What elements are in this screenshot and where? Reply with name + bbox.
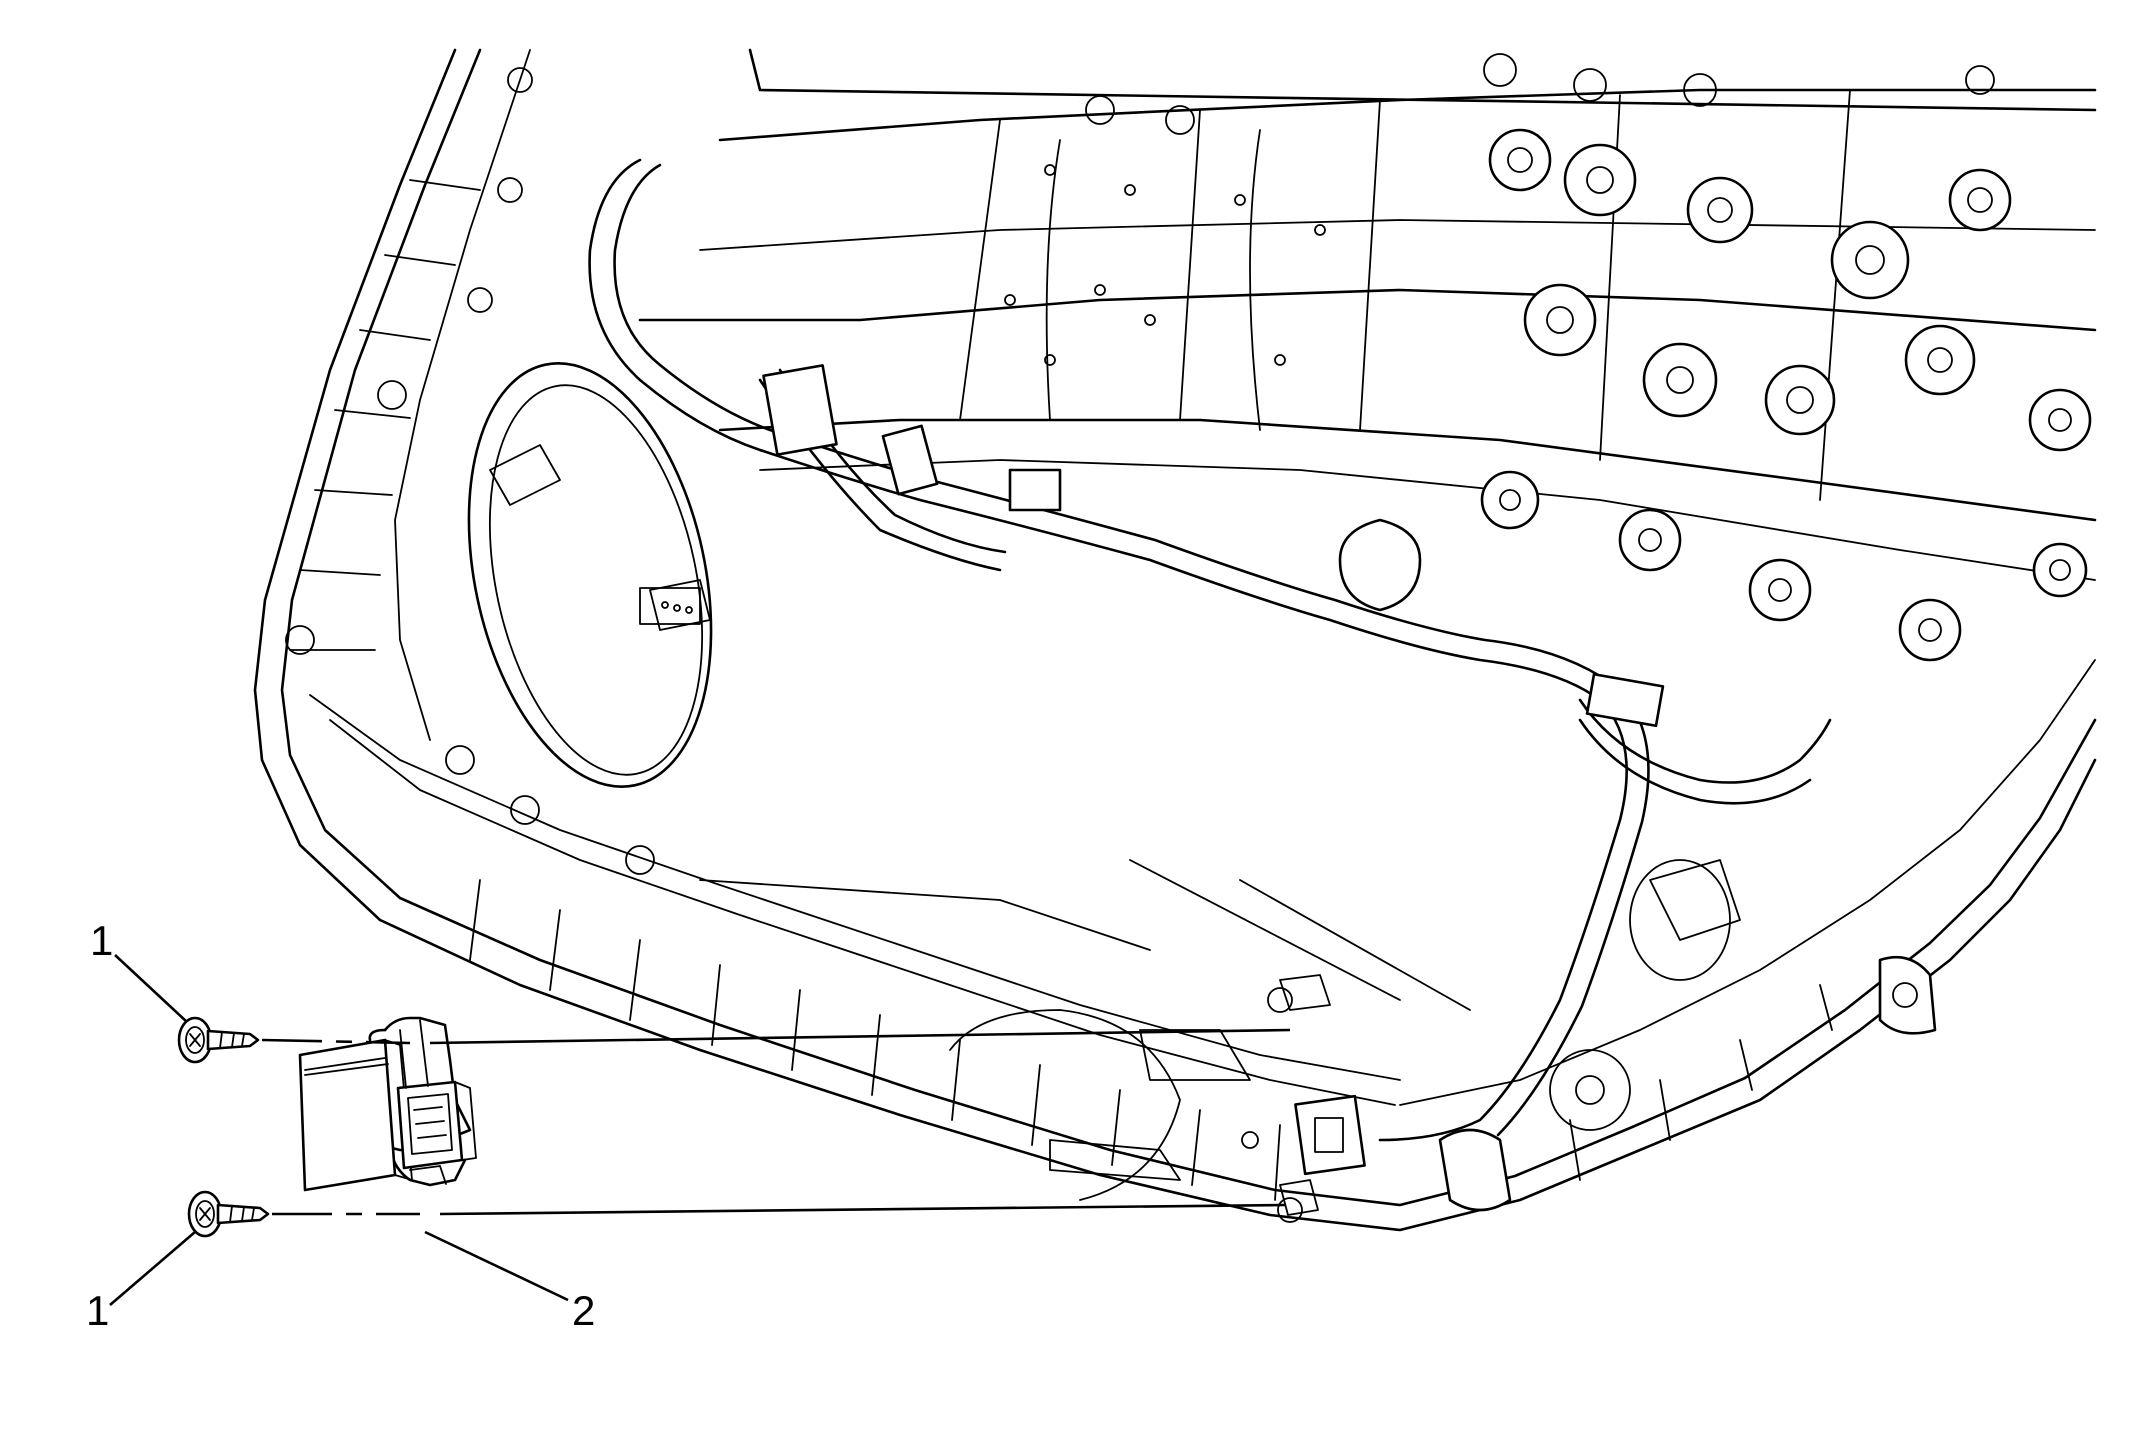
callout-label: 2: [572, 1287, 595, 1334]
door-trim-panel-outline: [253, 48, 2097, 1232]
callout-2: 2: [424, 1230, 595, 1334]
callout-label: 1: [90, 917, 113, 964]
window-switch-component: [298, 1016, 477, 1192]
callout-label: 1: [86, 1287, 109, 1334]
callout-leader: [114, 954, 188, 1023]
switch-mounting-area: [1129, 859, 1471, 1223]
upper-panel-structure: [285, 48, 2097, 662]
speaker-opening: [445, 362, 713, 875]
wiring-harness: [588, 158, 1832, 1176]
callout-1-top: 1: [90, 917, 188, 1023]
mounting-bosses: [1480, 128, 2092, 662]
alignment-lines: [261, 1028, 1291, 1216]
fastener-top: [177, 1016, 260, 1064]
top-clips: [285, 53, 1995, 655]
callout-leader: [424, 1230, 569, 1302]
lower-armrest-contour: [699, 859, 1937, 1212]
callout-leader: [109, 1231, 196, 1306]
fastener-bottom: [187, 1190, 270, 1238]
callout-1-bottom: 1: [86, 1231, 196, 1334]
